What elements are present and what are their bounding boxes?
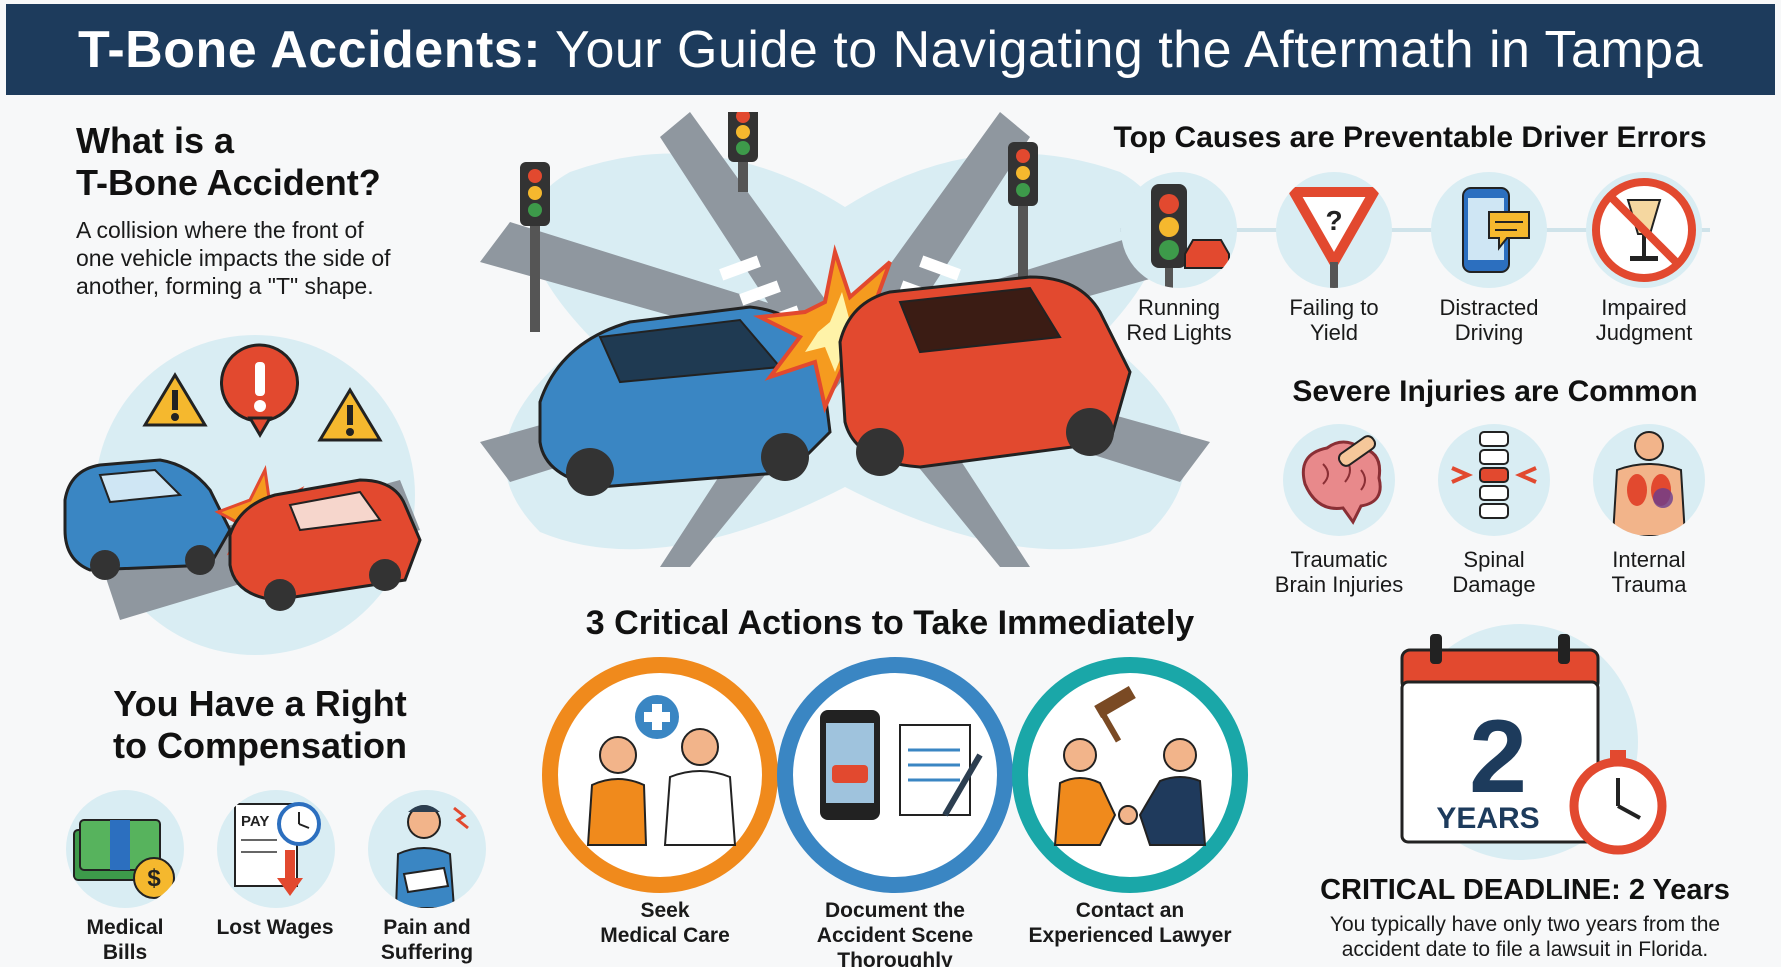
compensation-heading: You Have a Right to Compensation — [110, 683, 410, 767]
page-header: T-Bone Accidents: Your Guide to Navigati… — [6, 4, 1775, 95]
comp-item-line2: Bills — [102, 941, 148, 964]
cause-item-line2: Yield — [1309, 320, 1359, 345]
action-item-contact-lawyer: Contact an Experienced Lawyer — [1015, 898, 1245, 948]
injuries-heading: Severe Injuries are Common — [1292, 375, 1698, 408]
title-bold: T-Bone Accidents: — [77, 20, 542, 79]
deadline-desc-line2: accident date to file a lawsuit in Flori… — [1341, 938, 1709, 961]
traffic-light-icon — [1008, 142, 1038, 322]
injury-item-line2: Damage — [1452, 572, 1536, 597]
cause-item-line1: Running — [1138, 295, 1220, 320]
action-item-line3: Thoroughly — [837, 949, 953, 967]
distracted-phone-icon — [1431, 172, 1547, 288]
cause-item-line2: Red Lights — [1126, 320, 1232, 345]
cause-item-line1: Impaired — [1601, 295, 1687, 320]
comp-item-line2: Suffering — [380, 941, 474, 964]
compensation-heading-line1: You Have a Right — [113, 683, 407, 724]
cause-item-line1: Failing to — [1289, 295, 1379, 320]
action-item-line1: Seek — [640, 899, 690, 922]
deadline-heading: CRITICAL DEADLINE: 2 Years — [1320, 874, 1730, 906]
actions-heading: 3 Critical Actions to Take Immediately — [585, 604, 1195, 642]
title-rest: Your Guide to Navigating the Aftermath i… — [555, 20, 1704, 79]
cause-item-line2: Judgment — [1595, 320, 1693, 345]
what-is-heading: What is a T-Bone Accident? — [76, 120, 381, 204]
cause-item-yield: Failing to Yield — [1259, 295, 1409, 345]
lawyer-handshake-icon — [1053, 685, 1207, 846]
intersection-illustration — [450, 112, 1240, 567]
yield-sign-icon: ? — [1276, 172, 1392, 288]
deadline-number: 2 — [1469, 699, 1527, 815]
causes-heading: Top Causes are Preventable Driver Errors — [1113, 121, 1707, 154]
cause-item-line2: Driving — [1454, 320, 1524, 345]
pain-suffering-icon — [368, 790, 486, 908]
impaired-judgment-icon — [1586, 172, 1702, 288]
injury-item-line1: Spinal — [1463, 547, 1525, 572]
cause-item-impaired: Impaired Judgment — [1569, 295, 1719, 345]
deadline-unit: YEARS — [1436, 802, 1539, 835]
red-car-icon — [838, 275, 1132, 476]
document-scene-icon — [820, 710, 983, 820]
red-car-icon — [228, 478, 422, 611]
cause-item-distracted: Distracted Driving — [1414, 295, 1564, 345]
injury-item-line2: Brain Injuries — [1274, 572, 1404, 597]
injury-item-line2: Trauma — [1611, 572, 1687, 597]
svg-text:$: $ — [147, 865, 161, 892]
spine-icon — [1438, 424, 1550, 536]
what-is-heading-line2: T-Bone Accident? — [76, 162, 381, 203]
comp-item-lost-wages: Lost Wages — [200, 915, 350, 940]
calendar-deadline-icon: 2 YEARS — [1370, 622, 1670, 862]
traffic-light-icon — [728, 112, 758, 192]
blue-car-icon — [63, 458, 232, 580]
warning-icon — [142, 372, 208, 427]
action-item-line2: Medical Care — [600, 924, 730, 947]
brain-icon — [1283, 424, 1395, 536]
pay-stub-text: PAY — [241, 813, 269, 830]
small-crash-illustration — [60, 330, 440, 660]
deadline-desc-line1: You typically have only two years from t… — [1329, 913, 1721, 936]
what-is-desc-line1: A collision where the front of — [76, 217, 364, 243]
comp-item-line1: Lost Wages — [216, 916, 334, 939]
stopwatch-icon — [1569, 750, 1667, 855]
red-light-icon — [1121, 172, 1237, 288]
injury-item-internal: Internal Trauma — [1574, 547, 1724, 597]
action-item-line1: Document the — [824, 899, 965, 922]
what-is-desc-line2: one vehicle impacts the side of — [76, 245, 391, 271]
what-is-description: A collision where the front of one vehic… — [76, 216, 436, 300]
what-is-heading-line1: What is a — [76, 120, 235, 161]
svg-text:?: ? — [1325, 205, 1342, 236]
injury-item-brain: Traumatic Brain Injuries — [1264, 547, 1414, 597]
deadline-description: You typically have only two years from t… — [1290, 912, 1760, 962]
internal-trauma-icon — [1593, 424, 1705, 536]
medical-care-icon — [586, 695, 737, 846]
blue-car-icon — [538, 305, 832, 496]
compensation-heading-line2: to Compensation — [113, 725, 407, 766]
warning-icon — [317, 387, 383, 442]
action-item-line1: Contact an — [1075, 899, 1185, 922]
injury-item-line1: Traumatic — [1290, 547, 1388, 572]
medical-bills-icon: $ — [66, 790, 184, 908]
injury-item-line1: Internal — [1612, 547, 1686, 572]
causes-connector — [1120, 228, 1710, 232]
what-is-desc-line3: another, forming a "T" shape. — [76, 273, 374, 299]
injury-item-spinal: Spinal Damage — [1419, 547, 1569, 597]
alert-icon — [220, 343, 299, 438]
lost-wages-icon: PAY — [217, 790, 335, 908]
cause-item-line1: Distracted — [1439, 295, 1539, 320]
comp-item-line1: Medical — [86, 916, 164, 939]
traffic-light-icon — [520, 162, 550, 332]
comp-item-medical-bills: Medical Bills — [60, 915, 190, 965]
comp-item-line1: Pain and — [383, 916, 471, 939]
action-item-seek-care: Seek Medical Care — [570, 898, 760, 948]
action-item-line2: Accident Scene — [816, 924, 974, 947]
comp-item-pain-suffering: Pain and Suffering — [362, 915, 492, 965]
action-item-line2: Experienced Lawyer — [1028, 924, 1232, 947]
action-item-document-scene: Document the Accident Scene Thoroughly — [790, 898, 1000, 967]
cause-item-red-lights: Running Red Lights — [1104, 295, 1254, 345]
actions-illustration — [540, 655, 1260, 895]
